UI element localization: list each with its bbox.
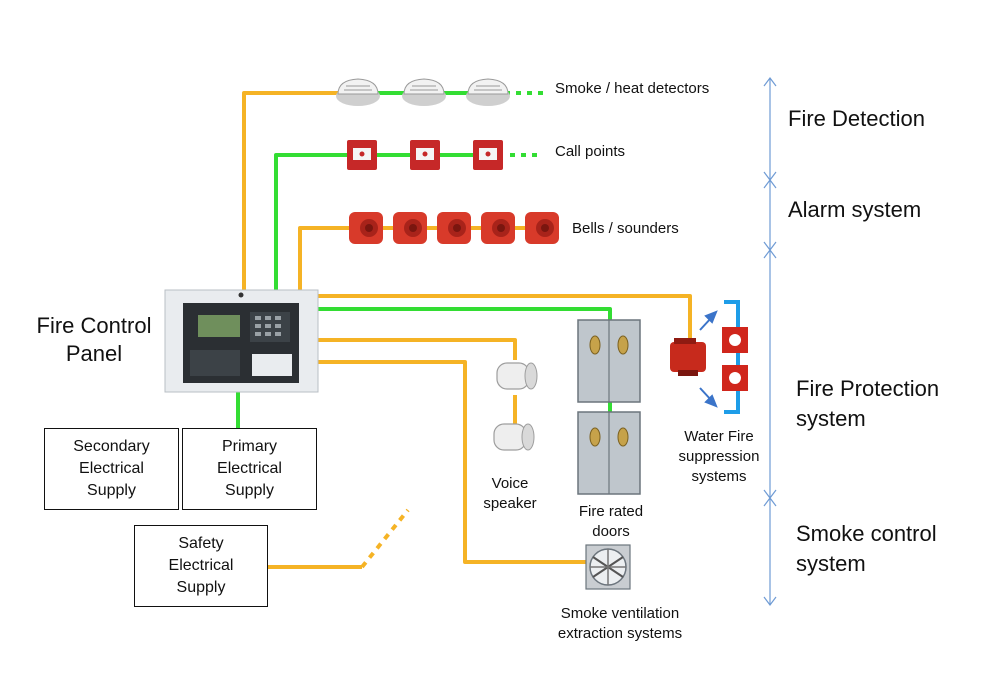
fire-protection-line2: system: [796, 406, 866, 431]
smoke-control-line2: system: [796, 551, 866, 576]
panel-label-line1: Fire Control: [36, 313, 152, 338]
bell-sounder-icon: [525, 212, 559, 244]
fire-door-icon: [577, 411, 641, 495]
doors-label-line2: doors: [592, 523, 630, 540]
voice-speaker-icon: [496, 362, 538, 390]
voice-speaker-label: Voice speaker: [470, 474, 550, 514]
smoke-vent-label-line1: Smoke ventilation: [560, 605, 680, 622]
smoke-vent-label-line2: extraction systems: [557, 625, 683, 642]
speaker-wire: [318, 338, 517, 360]
secondary-supply-line3: Supply: [87, 482, 136, 499]
smoke-control-line1: Smoke control: [796, 521, 937, 546]
water-wire: [318, 294, 692, 345]
doors-label-line1: Fire rated: [578, 503, 644, 520]
category-smoke-control: Smoke control system: [796, 519, 937, 579]
fire-door-icon: [577, 319, 641, 403]
sprinkler-icon: [722, 327, 748, 353]
smoke-detector-icon: [336, 78, 380, 106]
category-fire-protection: Fire Protection system: [796, 374, 939, 434]
smoke-detector-icon: [466, 78, 510, 106]
voice-speaker-label-line1: Voice: [491, 475, 529, 492]
bell-sounder-icon: [481, 212, 515, 244]
category-alarm-system: Alarm system: [788, 197, 922, 222]
safety-supply-line2: Electrical: [168, 557, 234, 574]
water-label-line1: Water Fire: [684, 428, 754, 445]
detector-wire: [242, 91, 345, 290]
bell-sounder-icon: [349, 212, 383, 244]
bell-wire: [298, 226, 352, 290]
water-suppression-label: Water Fire suppression systems: [664, 427, 774, 487]
call-point-icon: [410, 140, 440, 170]
door-wire: [318, 307, 612, 330]
primary-supply-line3: Supply: [225, 482, 274, 499]
call-point-icon: [347, 140, 377, 170]
fan-icon: [585, 544, 631, 590]
bell-sounder-icon: [393, 212, 427, 244]
category-axis: [763, 77, 777, 606]
smoke-vent-wire: [318, 360, 590, 564]
supply-pipe: [724, 300, 740, 414]
call-point-wire: [274, 153, 352, 290]
call-points-label: Call points: [555, 143, 626, 160]
bells-label: Bells / sounders: [572, 220, 679, 237]
safety-supply-box: Safety Electrical Supply: [134, 525, 268, 607]
bell-sounder-icon: [437, 212, 471, 244]
sprinkler-icon: [722, 365, 748, 391]
safety-supply-line1: Safety: [178, 535, 224, 552]
water-label-line3: systems: [691, 468, 747, 485]
primary-supply-line2: Electrical: [217, 460, 282, 477]
secondary-supply-line1: Secondary: [73, 438, 150, 455]
doors-label: Fire rated doors: [566, 502, 656, 542]
primary-supply-box: Primary Electrical Supply: [182, 428, 317, 510]
secondary-supply-line2: Electrical: [79, 460, 144, 477]
smoke-vent-label: Smoke ventilation extraction systems: [540, 604, 700, 644]
call-point-icon: [473, 140, 503, 170]
voice-speaker-label-line2: speaker: [483, 495, 537, 512]
primary-supply-line1: Primary: [221, 438, 278, 455]
detectors-label: Smoke / heat detectors: [555, 80, 710, 97]
safety-supply-line3: Supply: [176, 579, 226, 596]
safety-supply-continuation: [360, 508, 410, 569]
smoke-detector-icon: [402, 78, 446, 106]
voice-speaker-icon: [493, 423, 535, 451]
category-fire-detection: Fire Detection: [788, 106, 925, 131]
secondary-supply-box: Secondary Electrical Supply: [44, 428, 179, 510]
panel-label: Fire Control Panel: [28, 312, 160, 368]
fire-protection-line1: Fire Protection: [796, 376, 940, 401]
water-label-line2: suppression: [678, 448, 760, 465]
panel-label-line2: Panel: [65, 341, 123, 366]
pump-icon: [670, 338, 706, 376]
fire-control-panel-device: [164, 289, 319, 393]
wiring: [236, 91, 692, 569]
water-arrows: [699, 310, 718, 408]
